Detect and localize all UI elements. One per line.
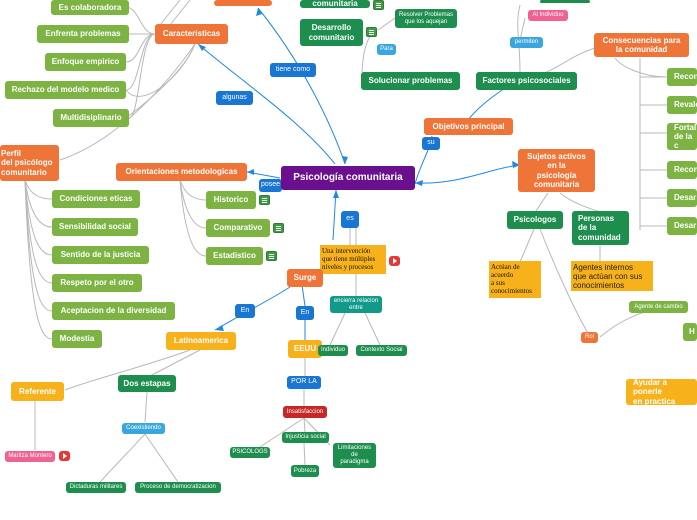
dos-etapas-node[interactable]: Dos estapas <box>118 375 176 392</box>
note-icon[interactable] <box>273 223 284 233</box>
methods-node[interactable]: Orientaciones metodologicas <box>116 163 247 181</box>
link-relacion: encierra relacion entre <box>330 296 382 313</box>
consequence-item[interactable]: Desar <box>667 217 697 235</box>
link-tiene-como: tiene como <box>270 63 316 77</box>
method-item[interactable]: Estadistico <box>206 247 263 265</box>
democratizacion-node[interactable]: Proceso de democratizacion <box>135 482 221 493</box>
rol-node[interactable]: Rol <box>581 332 598 343</box>
pobreza-node[interactable]: Pobreza <box>291 465 319 477</box>
psicologos-node[interactable]: Psicologos <box>507 211 563 229</box>
latinoamerica-node[interactable]: Latinoamerica <box>166 332 236 350</box>
injusticia-node[interactable]: Injusticia social <box>282 432 329 443</box>
consequence-item[interactable]: Fortal de la c <box>667 123 697 150</box>
solucionar-node[interactable]: Solucionar problemas <box>361 72 460 90</box>
characteristic-item[interactable]: Enfrenta problemas <box>37 25 129 43</box>
h-node[interactable]: H <box>683 323 697 341</box>
profile-item[interactable]: Sensibilidad social <box>52 218 138 236</box>
link-en: En <box>235 304 255 318</box>
note-icon[interactable] <box>366 27 377 37</box>
resolver-node[interactable]: Resolver Problemas que los aquejan <box>395 9 457 28</box>
contexto-node[interactable]: Contexto Social <box>356 345 407 356</box>
central-topic[interactable]: Psicología comunitaria <box>281 166 415 190</box>
youtube-icon[interactable] <box>59 451 70 461</box>
profile-item[interactable]: Aceptacion de la diversidad <box>52 302 175 320</box>
profile-node[interactable]: Perfil del psicólogo comunitario <box>0 145 59 181</box>
agente-node[interactable]: Agente de cambio <box>629 301 688 313</box>
characteristic-item[interactable]: Enfoque empirico <box>45 53 126 71</box>
consequences-node[interactable]: Consecuencias para la comunidad <box>594 33 689 57</box>
link-posee: posee <box>259 179 282 192</box>
surge-node[interactable]: Surge <box>287 269 323 287</box>
eeuu-node[interactable]: EEUU <box>288 340 322 358</box>
characteristic-item[interactable]: Multidisiplinario <box>53 109 129 127</box>
characteristics-node[interactable]: Caracteristicas <box>155 24 228 44</box>
insatisfaccion-node[interactable]: Insatisfaccion <box>283 406 327 418</box>
definition-note: Una intervención que tiene múltiples niv… <box>320 245 386 274</box>
consequence-item[interactable]: Recon <box>667 161 697 179</box>
limitaciones-node[interactable]: Limitaciones de paradigma <box>333 443 376 468</box>
link-algunas: algunas <box>216 91 253 105</box>
note-icon[interactable] <box>259 195 270 205</box>
desarrollo-node[interactable]: Desarrollo comunitario <box>300 19 363 46</box>
youtube-icon[interactable] <box>389 256 400 266</box>
link-permiten: permiten <box>510 37 543 48</box>
link-coexistiendo: Coexistiendo <box>122 423 165 434</box>
profile-item[interactable]: Modestia <box>52 330 102 348</box>
dictaduras-node[interactable]: Dictaduras militares <box>66 482 126 493</box>
link-por-la: POR LA <box>287 376 321 389</box>
individuo-node[interactable]: Individuo <box>318 345 348 356</box>
top-orange-node <box>214 0 272 6</box>
top-green-node <box>540 0 590 3</box>
comunitaria-node[interactable]: comunitaria <box>300 0 370 8</box>
note-icon[interactable] <box>266 251 277 261</box>
characteristic-item[interactable]: Es colaboradora <box>51 0 129 15</box>
profile-item[interactable]: Sentido de la justicia <box>52 246 149 264</box>
psicologs-node[interactable]: PSICOLOGS <box>230 447 270 458</box>
note-icon[interactable] <box>373 0 384 10</box>
method-item[interactable]: Comparativo <box>206 219 270 237</box>
referente-node[interactable]: Referente <box>11 382 64 401</box>
psicologos-note: Actúan de acuerdo a sus conocimientos <box>489 261 541 298</box>
ayudar-node[interactable]: Ayudar a ponerle en practica <box>626 379 697 405</box>
maritza-node[interactable]: Maritza Montero <box>5 451 55 462</box>
consequence-item[interactable]: Desar <box>667 189 697 207</box>
profile-item[interactable]: Condiciones eticas <box>52 190 140 208</box>
link-para: Para <box>377 44 396 55</box>
subjects-node[interactable]: Sujetos activos en la psicología comunit… <box>518 149 595 192</box>
characteristic-item[interactable]: Rechazo del modelo medico <box>5 81 126 99</box>
al-individuo-node[interactable]: Al Individuo <box>528 10 568 21</box>
personas-note: Agentes internos que actúan con sus cono… <box>571 261 653 291</box>
objetivos-node[interactable]: Objetivos principal <box>424 118 513 135</box>
link-su: su <box>422 137 440 150</box>
factores-node[interactable]: Factores psicosociales <box>476 72 577 90</box>
consequence-item[interactable]: Recon <box>667 68 697 86</box>
profile-item[interactable]: Respeto por el otro <box>52 274 142 292</box>
link-en: En <box>296 306 314 320</box>
link-es: es <box>341 211 359 228</box>
personas-node[interactable]: Personas de la comunidad <box>572 211 629 245</box>
method-item[interactable]: Historico <box>206 191 256 209</box>
consequence-item[interactable]: Revalo <box>667 96 697 114</box>
